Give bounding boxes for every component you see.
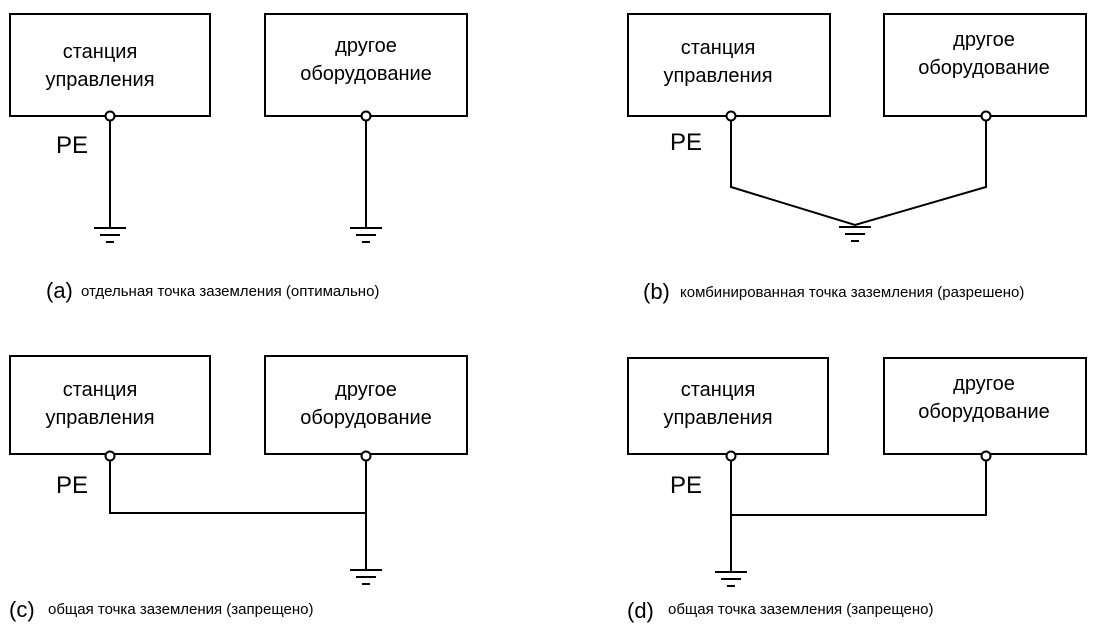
other-equipment-box xyxy=(883,13,1087,117)
control-station-box xyxy=(627,357,829,455)
caption-letter: (c) xyxy=(9,597,35,622)
other-equipment-label-line1: другое xyxy=(335,35,397,57)
other-equipment-label-line2: оборудование xyxy=(300,63,432,85)
caption-text: общая точка заземления (запрещено) xyxy=(48,601,313,618)
equipment-terminal xyxy=(980,110,992,122)
equipment-terminal xyxy=(980,450,992,462)
caption-letter: (d) xyxy=(627,598,654,623)
combined-ground-wire xyxy=(730,116,987,227)
pe-label: PE xyxy=(56,472,88,499)
caption-letter: (b) xyxy=(643,279,670,304)
station-terminal xyxy=(725,110,737,122)
diagram-c: станция управления другое оборудование P… xyxy=(9,355,468,622)
other-equipment-label-line2: оборудование xyxy=(918,401,1050,423)
control-station-label-line2: управления xyxy=(663,65,772,87)
caption-letter: (a) xyxy=(46,278,73,303)
control-station-box xyxy=(9,13,211,117)
equipment-terminal xyxy=(360,450,372,462)
station-terminal xyxy=(725,450,737,462)
control-station-box xyxy=(9,355,211,455)
diagram-b: станция управления другое оборудование P… xyxy=(627,13,1087,304)
pe-label: PE xyxy=(56,132,88,159)
other-equipment-label-line2: оборудование xyxy=(300,407,432,429)
ground-symbol xyxy=(94,227,126,243)
control-station-label-line2: управления xyxy=(45,407,154,429)
station-terminal xyxy=(104,110,116,122)
caption-text: общая точка заземления (запрещено) xyxy=(668,601,933,618)
pe-label: PE xyxy=(670,129,702,156)
control-station-label-line2: управления xyxy=(663,407,772,429)
control-station-label-line1: станция xyxy=(681,379,756,401)
other-equipment-box xyxy=(883,357,1087,455)
ground-symbol xyxy=(839,226,871,242)
equipment-terminal xyxy=(360,110,372,122)
station-terminal xyxy=(104,450,116,462)
other-equipment-label-line1: другое xyxy=(953,373,1015,395)
diagram-a: станция управления другое оборудование P… xyxy=(9,13,468,303)
other-equipment-label-line1: другое xyxy=(335,379,397,401)
other-equipment-box xyxy=(264,355,468,455)
diagram-d: станция управления другое оборудование P… xyxy=(627,357,1087,623)
ground-symbol xyxy=(715,571,747,587)
pe-label: PE xyxy=(670,472,702,499)
common-ground-wire xyxy=(730,456,987,516)
common-ground-wire xyxy=(109,456,366,514)
control-station-label-line1: станция xyxy=(681,37,756,59)
ground-symbol xyxy=(350,227,382,243)
control-station-label-line1: станция xyxy=(63,41,138,63)
caption-text: отдельная точка заземления (оптимально) xyxy=(81,283,379,300)
other-equipment-label-line2: оборудование xyxy=(918,57,1050,79)
caption-text: комбинированная точка заземления (разреш… xyxy=(680,284,1024,301)
control-station-label-line1: станция xyxy=(63,379,138,401)
other-equipment-box xyxy=(264,13,468,117)
other-equipment-label-line1: другое xyxy=(953,29,1015,51)
control-station-label-line2: управления xyxy=(45,69,154,91)
ground-symbol xyxy=(350,569,382,585)
control-station-box xyxy=(627,13,831,117)
